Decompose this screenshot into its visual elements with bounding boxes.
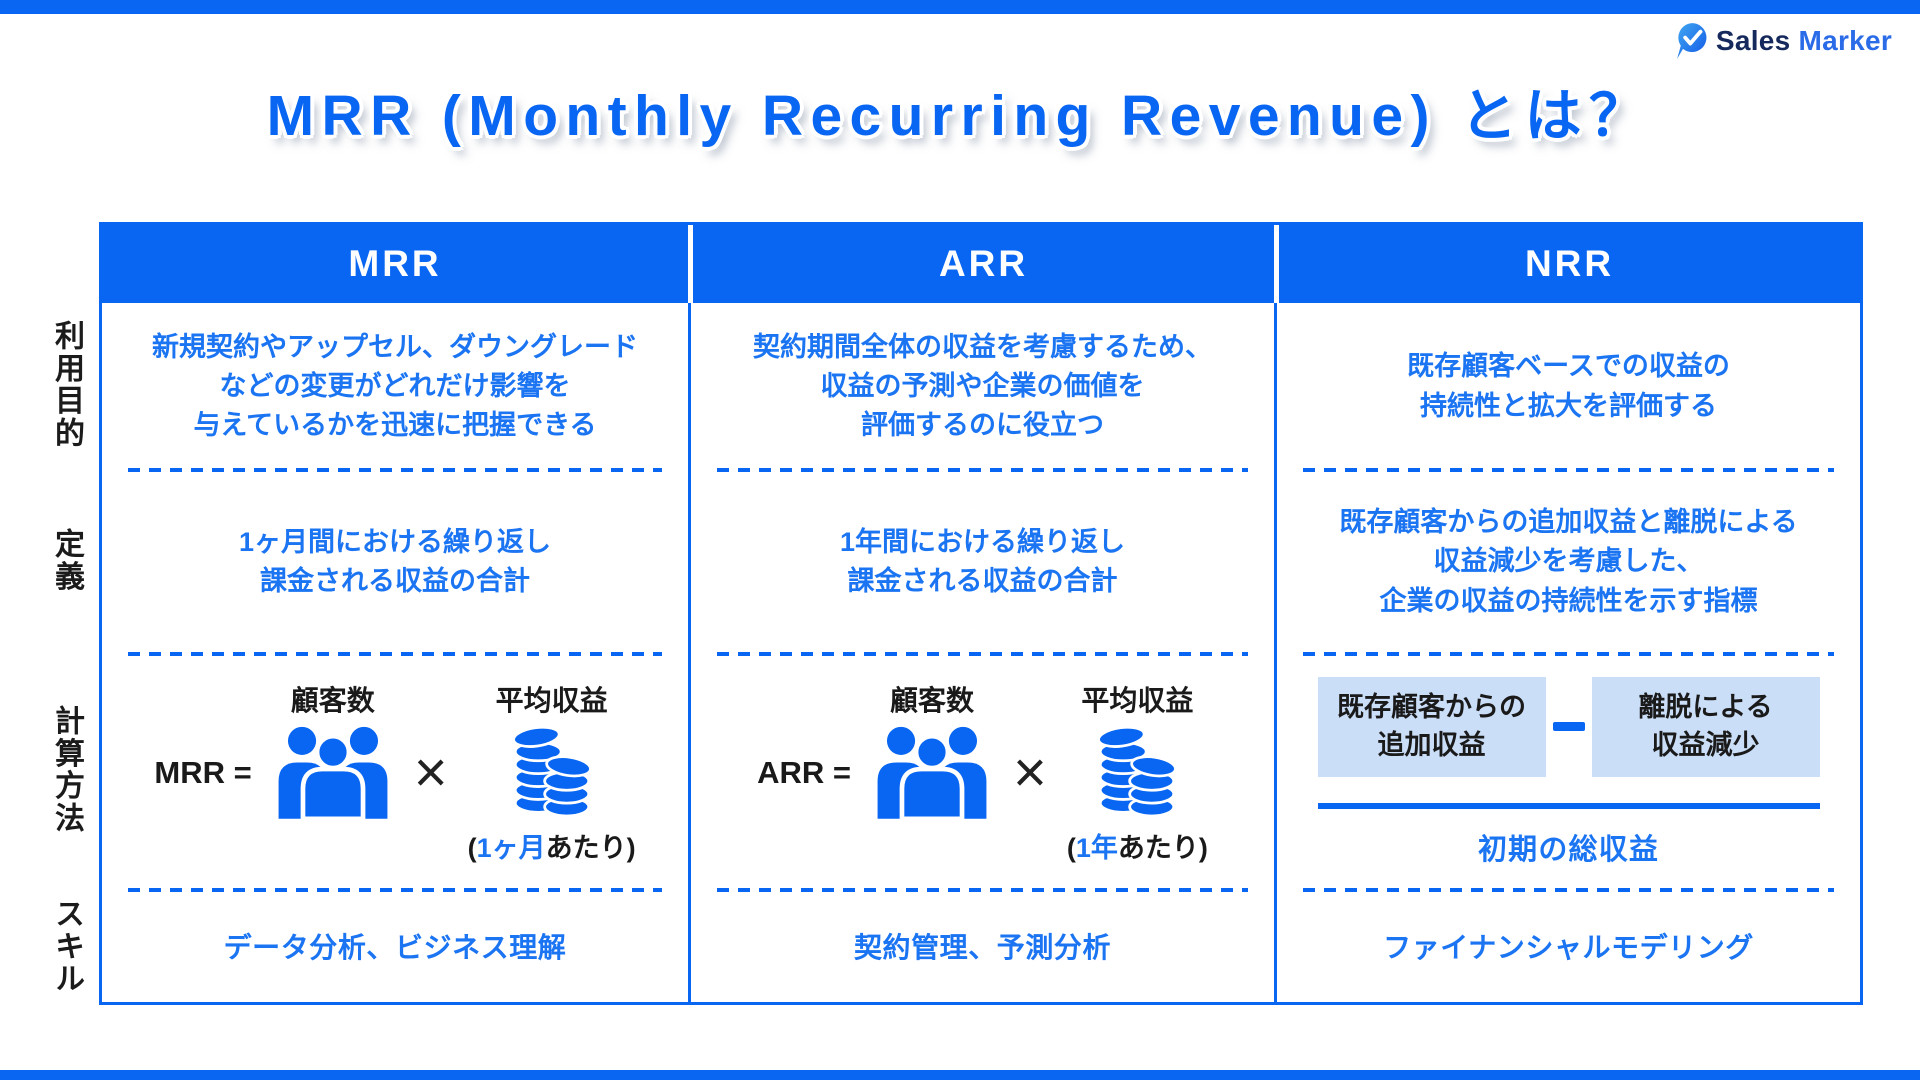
minus-operator-icon (1552, 722, 1585, 731)
average-revenue-label: 平均収益 (495, 685, 608, 716)
column-header-arr: ARR (688, 225, 1274, 303)
nrr-definition-line: 収益減少を考慮した、 (1433, 546, 1704, 577)
nrr-numerator-left-line: 追加収益 (1377, 729, 1486, 760)
nrr-fraction-formula: 既存顧客からの 追加収益 離脱による 収益減少 初期の総収益 (1317, 676, 1820, 868)
arr-purpose-line: 収益の予測や企業の価値を (820, 370, 1145, 401)
coin-stacks-icon (1097, 724, 1178, 821)
period-suffix: あたり) (1117, 833, 1208, 863)
page-title: MRR (Monthly Recurring Revenue) とは？ (266, 84, 1654, 148)
row-divider-dashed (1303, 652, 1834, 656)
row-label-definition: 定義 (50, 527, 83, 593)
customer-count-label: 顧客数 (889, 685, 974, 716)
nrr-numerator-right-box: 離脱による 収益減少 (1591, 676, 1820, 777)
arr-period-note: (1年あたり) (1067, 826, 1208, 865)
mrr-definition-line: 1ヶ月間における繰り返し (238, 526, 551, 557)
row-divider-dashed (1303, 468, 1834, 472)
nrr-numerator-right-line: 離脱による (1638, 691, 1773, 722)
nrr-skill-cell: ファイナンシャルモデリング (1274, 890, 1860, 1002)
period-prefix: ( (1066, 833, 1076, 863)
mrr-purpose-cell: 新規契約やアップセル、ダウングレード などの変更がどれだけ影響を 与えているかを… (102, 303, 688, 472)
brand-name-secondary: Marker (1798, 25, 1892, 56)
row-divider-dashed (1303, 888, 1834, 892)
bottom-accent-bar (0, 1070, 1920, 1080)
mrr-calculation-cell: MRR = 顧客数 × 平均収益 (102, 654, 688, 892)
nrr-skill-text: ファイナンシャルモデリング (1383, 932, 1754, 963)
average-revenue-label: 平均収益 (1081, 685, 1194, 716)
arr-skill-cell: 契約管理、予測分析 (688, 890, 1274, 1002)
multiply-operator: × (1012, 739, 1047, 805)
period-highlight: 1ヶ月 (476, 833, 546, 863)
coin-stacks-icon (511, 724, 592, 821)
arr-calculation-cell: ARR = 顧客数 × 平均収益 (688, 654, 1274, 892)
arr-formula-label: ARR = (757, 754, 851, 790)
mrr-definition-cell: 1ヶ月間における繰り返し 課金される収益の合計 (102, 470, 688, 656)
row-divider-dashed (128, 888, 662, 892)
arr-purpose-cell: 契約期間全体の収益を考慮するため、 収益の予測や企業の価値を 評価するのに役立つ (688, 303, 1274, 472)
mrr-formula-label: MRR = (154, 754, 252, 790)
arr-purpose-line: 契約期間全体の収益を考慮するため、 (753, 331, 1212, 362)
row-divider-dashed (717, 468, 1248, 472)
arr-definition-cell: 1年間における繰り返し 課金される収益の合計 (688, 470, 1274, 656)
pin-check-icon (1675, 22, 1709, 60)
row-divider-dashed (128, 652, 662, 656)
nrr-definition-line: 企業の収益の持続性を示す指標 (1379, 585, 1758, 616)
nrr-numerator-left-box: 既存顧客からの 追加収益 (1317, 676, 1546, 777)
people-group-icon (272, 721, 394, 824)
nrr-purpose-line: 持続性と拡大を評価する (1420, 390, 1717, 421)
mrr-purpose-line: などの変更がどれだけ影響を (219, 370, 571, 401)
column-header-nrr: NRR (1274, 225, 1860, 303)
brand-name: Sales Marker (1716, 25, 1892, 57)
brand-name-primary: Sales (1715, 25, 1791, 56)
people-group-icon (871, 721, 993, 824)
nrr-purpose-cell: 既存顧客ベースでの収益の 持続性と拡大を評価する (1274, 303, 1860, 472)
nrr-definition-cell: 既存顧客からの追加収益と離脱による 収益減少を考慮した、 企業の収益の持続性を示… (1274, 470, 1860, 656)
customer-count-label: 顧客数 (290, 685, 375, 716)
period-suffix: あたり) (545, 833, 636, 863)
brand-logo: Sales Marker (1675, 22, 1892, 60)
arr-definition-line: 課金される収益の合計 (847, 566, 1118, 596)
mrr-purpose-line: 与えているかを迅速に把握できる (193, 410, 597, 441)
period-highlight: 1年 (1075, 833, 1118, 863)
fraction-bar (1317, 802, 1820, 809)
nrr-denominator: 初期の総収益 (1478, 833, 1659, 866)
comparison-table: MRR ARR NRR 新規契約やアップセル、ダウングレード などの変更がどれだ… (99, 222, 1863, 1005)
top-accent-bar (0, 0, 1920, 14)
nrr-calculation-cell: 既存顧客からの 追加収益 離脱による 収益減少 初期の総収益 (1274, 654, 1860, 892)
arr-purpose-line: 評価するのに役立つ (861, 410, 1104, 441)
row-label-purpose: 利用目的 (50, 319, 83, 450)
column-header-mrr: MRR (102, 225, 688, 303)
row-divider-dashed (717, 652, 1248, 656)
row-divider-dashed (717, 888, 1248, 892)
mrr-skill-cell: データ分析、ビジネス理解 (102, 890, 688, 1002)
row-label-skill: スキル (50, 897, 83, 996)
mrr-purpose-line: 新規契約やアップセル、ダウングレード (152, 331, 638, 362)
arr-definition-line: 1年間における繰り返し (839, 526, 1125, 557)
nrr-definition-line: 既存顧客からの追加収益と離脱による (1339, 507, 1798, 538)
period-prefix: ( (467, 833, 477, 863)
mrr-skill-text: データ分析、ビジネス理解 (223, 932, 567, 963)
mrr-period-note: (1ヶ月あたり) (468, 826, 636, 865)
nrr-purpose-line: 既存顧客ベースでの収益の (1407, 351, 1730, 382)
multiply-operator: × (413, 739, 448, 805)
nrr-numerator-right-line: 収益減少 (1651, 729, 1760, 760)
arr-skill-text: 契約管理、予測分析 (853, 932, 1112, 963)
mrr-definition-line: 課金される収益の合計 (259, 566, 530, 596)
row-divider-dashed (128, 468, 662, 472)
row-label-calculation: 計算方法 (50, 705, 83, 835)
nrr-numerator-left-line: 既存顧客からの (1337, 691, 1526, 722)
